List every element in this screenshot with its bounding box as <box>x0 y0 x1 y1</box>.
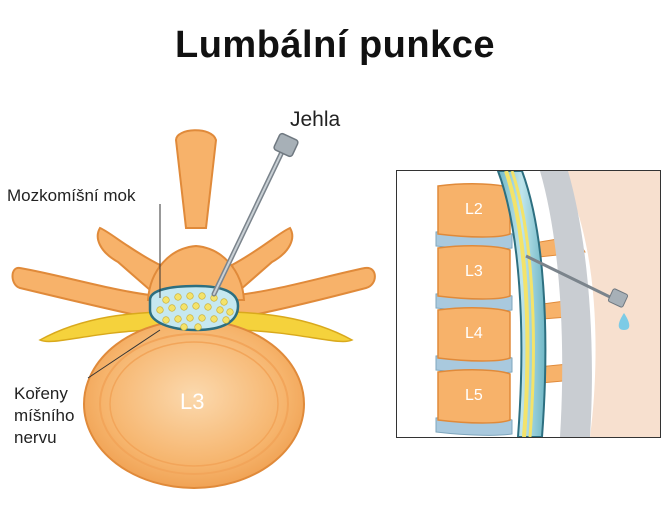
roots-label-line2: míšního <box>14 406 75 425</box>
nerve-root-dot <box>174 293 182 301</box>
roots-label-line3: nervu <box>14 428 57 447</box>
inset-vertebra-label: L3 <box>465 263 483 280</box>
inset-vertebral-body <box>437 183 511 238</box>
articular-process-right <box>230 226 294 292</box>
vertebra-main-label: L3 <box>180 389 205 414</box>
inset-vertebra-label: L4 <box>465 325 483 342</box>
nerve-root-dot <box>162 296 170 304</box>
articular-process-left <box>96 226 162 292</box>
inset-vertebral-body <box>437 369 511 424</box>
vertebra-axial <box>11 129 376 489</box>
nerve-root-dot <box>174 315 182 323</box>
csf-label: Mozkomíšní mok <box>7 186 136 205</box>
nerve-roots-dots <box>156 292 234 331</box>
inset-sagittal-view <box>397 171 660 437</box>
needle-main <box>211 132 299 297</box>
nerve-root-dot <box>216 306 224 314</box>
spinous-process <box>174 129 218 229</box>
nerve-root-dot <box>210 315 218 323</box>
nerve-root-dot <box>204 303 212 311</box>
inset-vertebral-body <box>437 245 511 300</box>
nerve-root-dot <box>180 303 188 311</box>
inset-vertebra-label: L2 <box>465 201 483 218</box>
roots-leader-line <box>87 329 161 379</box>
nerve-root-dot <box>192 302 200 310</box>
nerve-root-dot <box>222 316 230 324</box>
nerve-root-dot <box>226 308 234 316</box>
nerve-root-dot <box>220 298 228 306</box>
nerve-root-dot <box>162 316 170 324</box>
nerve-root-dot <box>198 292 206 300</box>
needle-label: Jehla <box>290 108 341 131</box>
transverse-process-right <box>237 266 376 320</box>
inset-vertebral-body <box>437 307 511 362</box>
page-title: Lumbální punkce <box>175 24 495 66</box>
nerve-root-dot <box>180 323 188 331</box>
nerve-root-dot <box>168 304 176 312</box>
nerve-root-dot <box>198 314 206 322</box>
nerve-root-dot <box>156 306 164 314</box>
nerve-root-dot <box>186 292 194 300</box>
nerve-root-dot <box>194 323 202 331</box>
nerve-root-dot <box>186 314 194 322</box>
roots-label-line1: Kořeny <box>14 384 68 403</box>
transverse-process-left <box>11 266 151 320</box>
inset-vertebra-label: L5 <box>465 387 483 404</box>
inset-frame <box>396 170 661 438</box>
